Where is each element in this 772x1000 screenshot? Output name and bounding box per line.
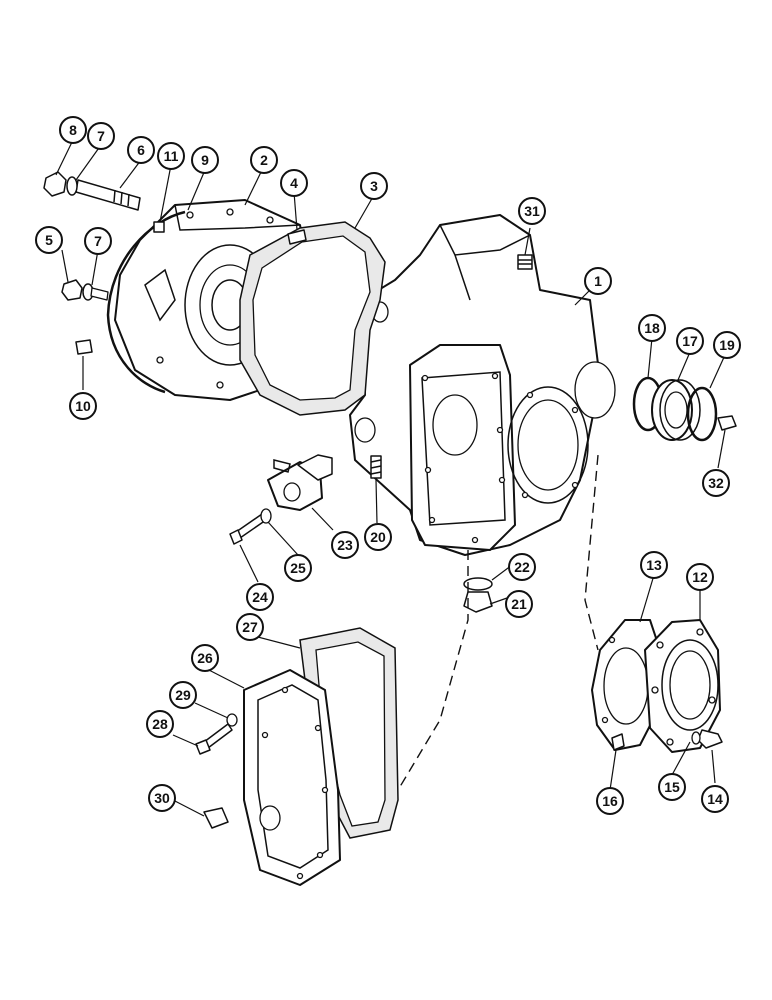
valve-washer [260,508,272,524]
callout-15-label: 15 [664,779,680,795]
reference-line-cover [397,550,469,791]
drain-washer [463,577,493,591]
callout-29-label: 29 [175,687,191,703]
callout-27: 27 [236,613,264,641]
washer-lower [82,283,109,301]
callout-7-lower-label: 7 [94,233,102,249]
callout-3: 3 [360,172,388,200]
callout-2: 2 [250,146,278,174]
callout-30: 30 [148,784,176,812]
callout-1-label: 1 [594,273,602,289]
callout-20: 20 [364,523,392,551]
callout-11-label: 11 [164,148,179,164]
callout-4: 4 [280,169,308,197]
housing-gasket [239,221,386,416]
callout-24: 24 [246,583,274,611]
callout-8-label: 8 [69,122,77,138]
callout-5: 5 [35,226,63,254]
dowel-pin [287,229,307,245]
hex-nut-lower [61,279,83,301]
callout-25-label: 25 [290,560,306,576]
callout-24-label: 24 [252,589,268,605]
callout-13: 13 [640,551,668,579]
hex-bolt-right [717,415,737,431]
callout-6-label: 6 [137,142,145,158]
callout-1: 1 [584,267,612,295]
valve-bolt [229,513,267,545]
callout-31-label: 31 [524,203,540,219]
grease-fitting [611,733,625,751]
leader-lines [55,139,726,817]
callout-28-label: 28 [152,716,168,732]
callout-15: 15 [658,773,686,801]
bottom-cover [243,669,341,886]
callout-19: 19 [713,331,741,359]
bearing-retainer [644,619,721,753]
callout-23-label: 23 [337,537,353,553]
callout-17-label: 17 [682,333,698,349]
callout-7-lower: 7 [84,227,112,255]
callout-25: 25 [284,554,312,582]
reference-line-retainer [584,454,599,651]
callout-30-label: 30 [154,790,170,806]
callout-31: 31 [518,197,546,225]
callout-14-label: 14 [707,791,723,807]
hex-nut-upper [43,171,67,197]
cover-plug [203,807,229,829]
callout-26: 26 [191,644,219,672]
callout-22-label: 22 [514,559,530,575]
cover-gasket [299,627,399,839]
seal-ring [651,379,701,441]
callout-13-label: 13 [646,557,662,573]
top-plug [517,254,533,270]
callout-4-label: 4 [290,175,298,191]
washer-upper [66,176,78,196]
plug-small [153,221,165,233]
callout-21: 21 [505,590,533,618]
callout-6: 6 [127,136,155,164]
callout-18-label: 18 [644,320,660,336]
callout-12-label: 12 [692,569,708,585]
callout-7-upper: 7 [87,122,115,150]
callout-19-label: 19 [719,337,735,353]
stud-bolt [75,179,141,211]
callout-8: 8 [59,116,87,144]
callout-3-label: 3 [370,178,378,194]
callout-32: 32 [702,469,730,497]
callout-32-label: 32 [708,475,724,491]
callout-5-label: 5 [45,232,53,248]
callout-2-label: 2 [260,152,268,168]
callout-17: 17 [676,327,704,355]
dowel-pin-lower [75,339,93,355]
callout-7-upper-label: 7 [97,128,105,144]
retaining-ring [686,386,718,442]
callout-27-label: 27 [242,619,258,635]
drain-plug [463,591,493,613]
callout-14: 14 [701,785,729,813]
callout-9-label: 9 [201,152,209,168]
cover-bolt [195,723,233,755]
callout-10-label: 10 [75,398,91,414]
callout-16-label: 16 [602,793,618,809]
callout-11: 11 [157,142,185,170]
main-housing [349,214,616,556]
callout-10: 10 [69,392,97,420]
callout-26-label: 26 [197,650,213,666]
set-screw [370,455,382,479]
valve-assembly [267,454,333,511]
callout-28: 28 [146,710,174,738]
callout-12: 12 [686,563,714,591]
callout-9: 9 [191,146,219,174]
callout-18: 18 [638,314,666,342]
callout-16: 16 [596,787,624,815]
callout-23: 23 [331,531,359,559]
cover-washer [226,713,238,727]
callout-21-label: 21 [511,596,527,612]
callout-20-label: 20 [370,529,386,545]
callout-22: 22 [508,553,536,581]
washer-retainer [691,731,701,745]
callout-29: 29 [169,681,197,709]
